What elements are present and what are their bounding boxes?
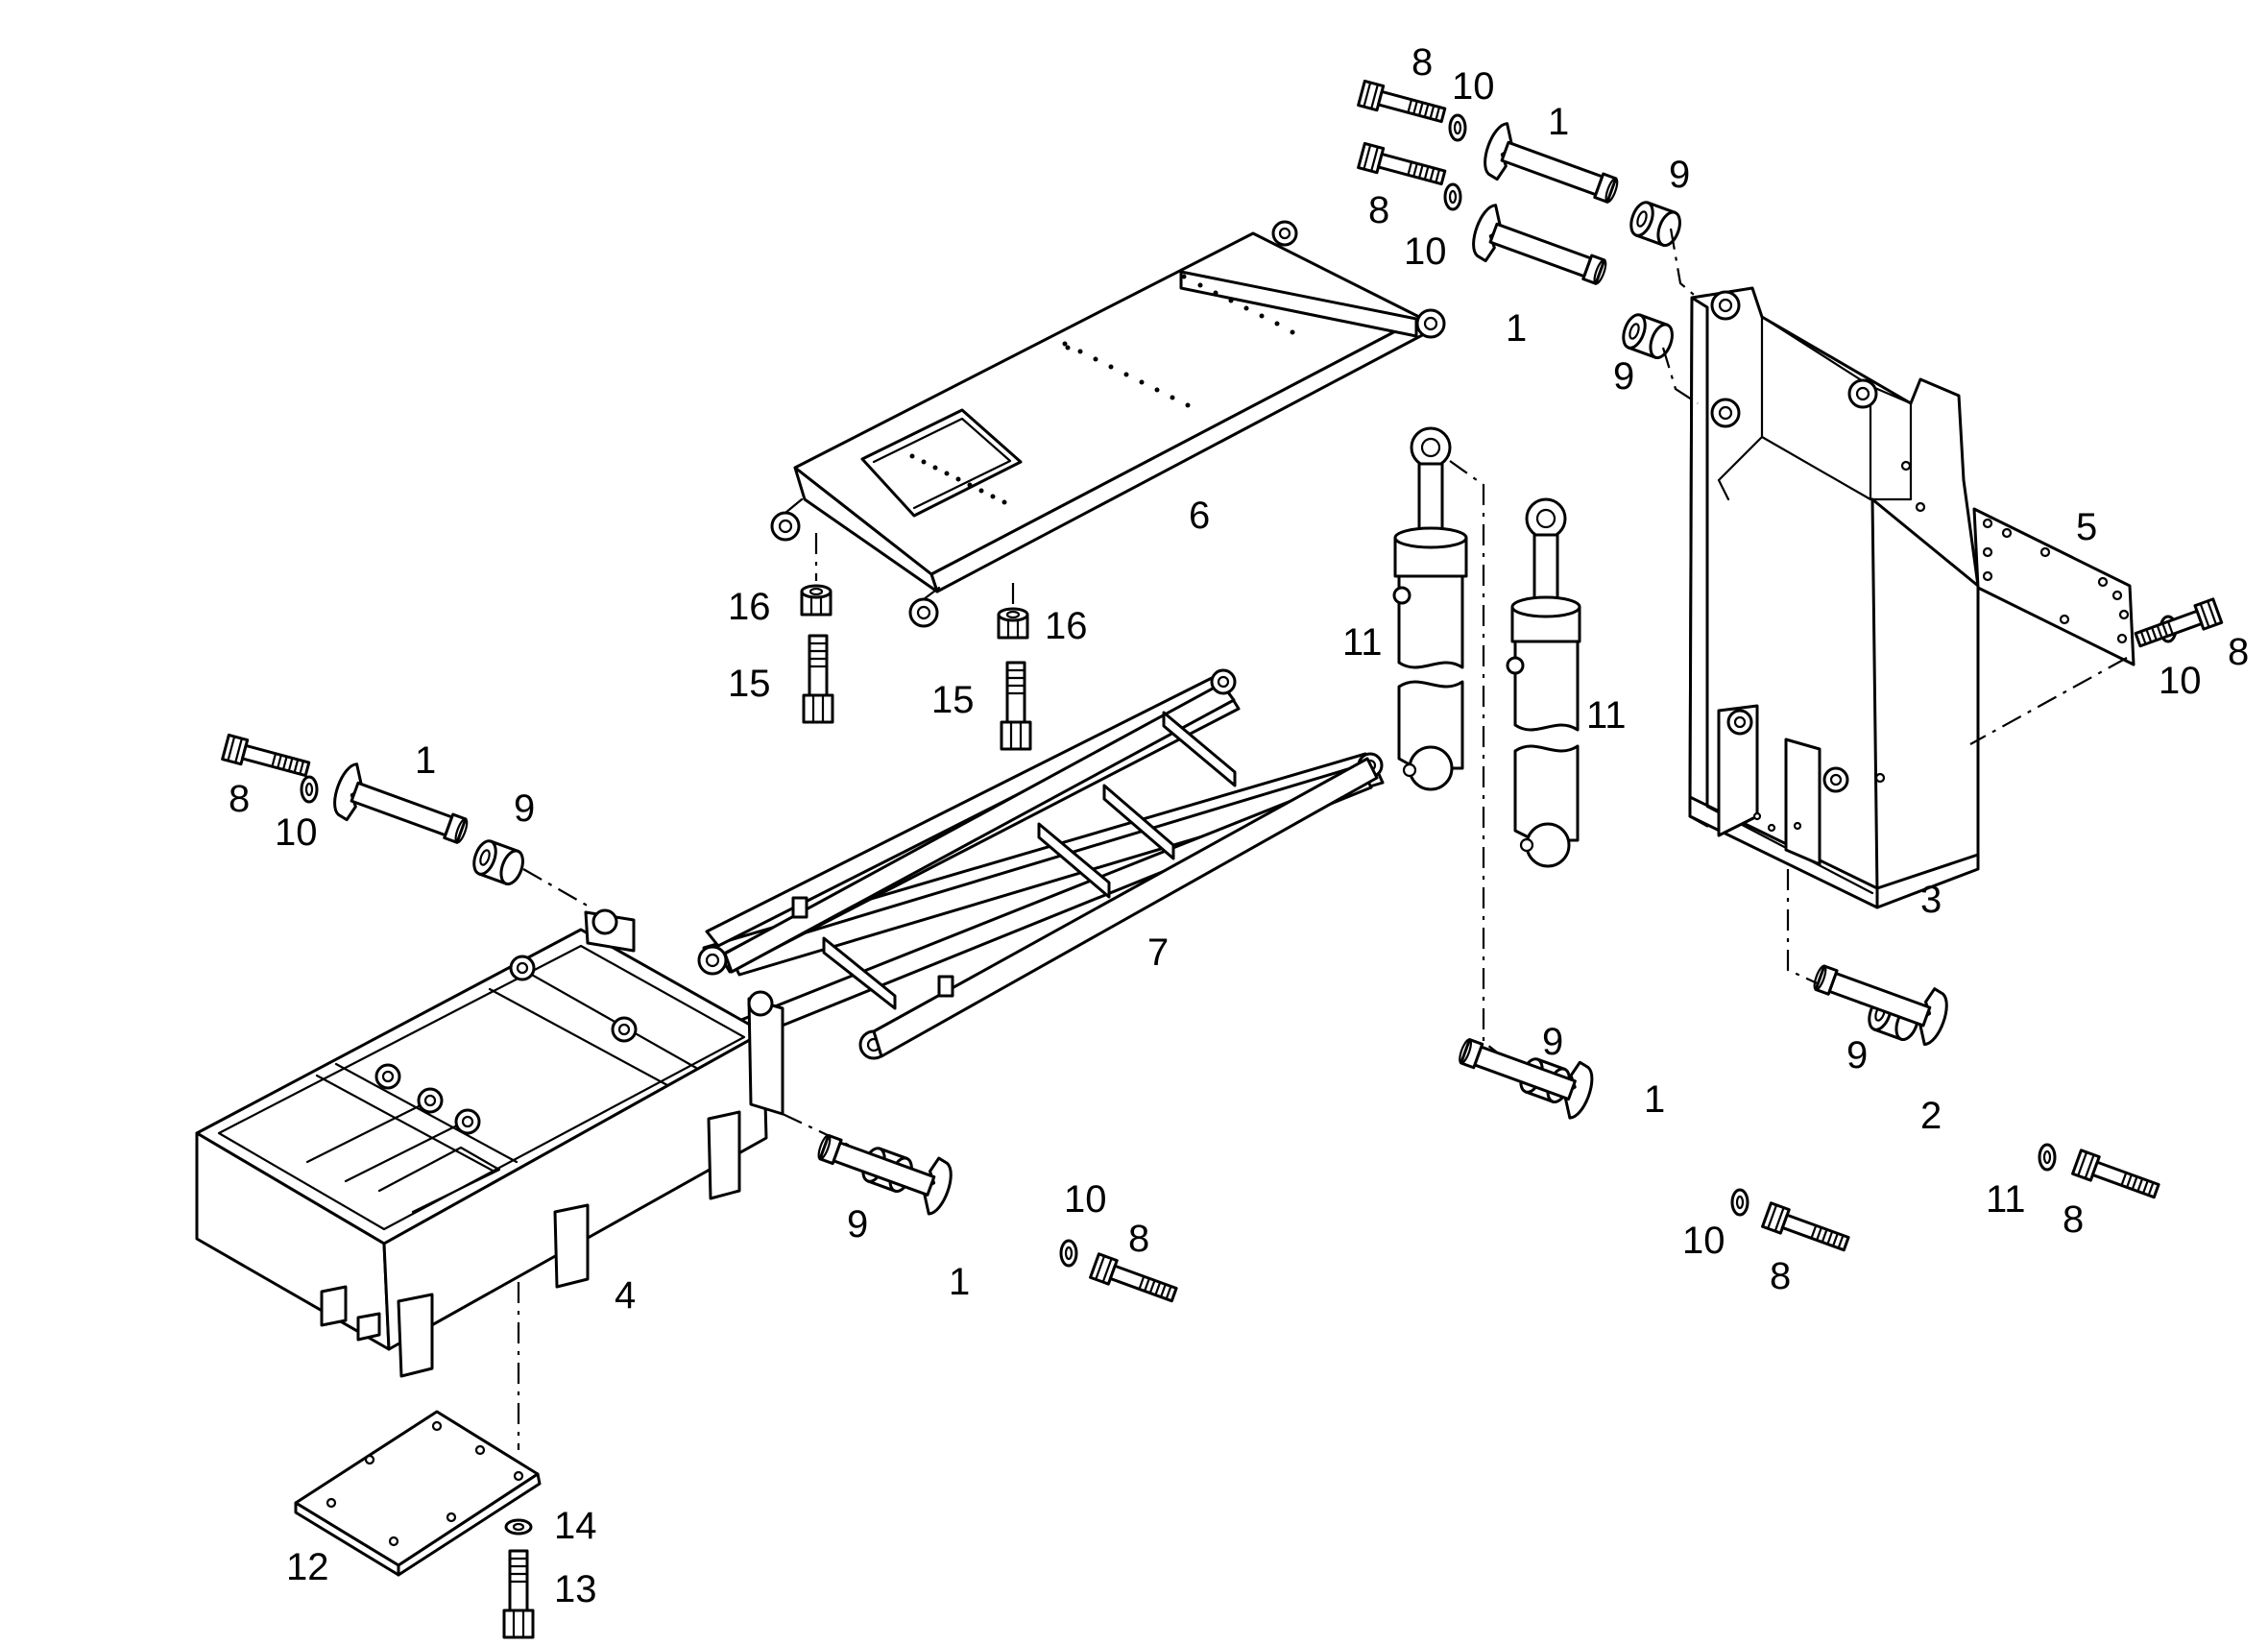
callout-16: 16 [1045,605,1088,647]
callout-8: 8 [1770,1255,1791,1297]
washer-part-11 [2038,1143,2057,1172]
washer-part-10-top [1448,113,1467,142]
bolt-part-8-second [1357,141,1448,191]
hydraulic-cylinder-part-11-right [1506,497,1581,868]
callout-10: 10 [1404,230,1447,273]
callout-labels: 8 10 1 9 8 10 1 9 5 8 10 3 6 16 15 16 15… [229,41,2249,1610]
callout-9: 9 [514,787,535,830]
bolt-part-8-left [221,733,312,783]
bolt-part-15-right [1000,661,1032,751]
callout-9: 9 [1613,355,1634,398]
bolt-part-8-lower-right [2071,1149,2162,1204]
callout-8: 8 [1368,189,1389,231]
callout-16: 16 [728,586,771,628]
callout-15: 15 [728,663,771,705]
bolt-part-8-middle [1761,1201,1852,1257]
bolt-part-8-right [2132,597,2224,653]
callout-9: 9 [1846,1034,1868,1077]
plate-part-5 [1972,507,2135,666]
callout-8: 8 [1411,41,1433,84]
washer-part-14 [504,1518,533,1536]
callout-15: 15 [931,679,975,721]
callout-10: 10 [2159,660,2202,702]
bushing-part-9-top [1625,198,1686,251]
hole-row [909,274,1295,505]
bolt-part-15-left [802,634,834,724]
callout-7: 7 [1147,931,1169,974]
callout-1: 1 [1644,1078,1665,1121]
callout-8: 8 [2063,1198,2084,1241]
callout-2: 2 [1920,1095,1942,1137]
upright-post-part-3 [1688,286,1980,909]
washer-part-10-second [1443,182,1462,211]
callout-10: 10 [1452,65,1495,108]
hydraulic-cylinder-part-11-left [1392,426,1468,791]
callout-8: 8 [229,778,250,820]
callout-5: 5 [2076,506,2097,548]
lifting-arm-part-6 [770,220,1446,628]
nut-part-16-left [800,584,832,617]
callout-9: 9 [1669,154,1690,196]
callout-8: 8 [1128,1218,1149,1260]
bolt-part-8-box [1089,1252,1180,1308]
pin-part-1-second [1465,200,1615,302]
callout-9: 9 [847,1203,868,1246]
frame-part-7 [697,668,1385,1060]
pin-part-2 [1805,948,1955,1050]
callout-11: 11 [1586,694,1627,737]
callout-10: 10 [1682,1220,1725,1262]
washer-part-10-middle [1730,1188,1749,1217]
pin-part-1-box [809,1117,959,1220]
washer-part-10-left [300,775,319,804]
callout-10: 10 [275,811,318,854]
callout-1: 1 [1548,101,1569,143]
base-box-part-4 [195,908,784,1378]
pin-part-1-left [326,759,476,861]
callout-1: 1 [1506,307,1527,350]
callout-4: 4 [615,1274,636,1317]
callout-3: 3 [1920,879,1942,921]
cover-plate-part-12 [294,1410,542,1577]
callout-13: 13 [554,1568,597,1610]
nut-part-16-right [997,607,1029,640]
bushing-part-9-left [468,836,529,889]
callout-8: 8 [2228,631,2249,673]
callout-9: 9 [1542,1021,1563,1063]
callout-12: 12 [286,1546,329,1588]
bolt-part-13 [502,1549,535,1639]
bolt-part-8-top [1357,79,1448,129]
bushing-part-9-second [1617,310,1678,363]
callout-10: 10 [1064,1178,1107,1221]
callout-1: 1 [949,1261,970,1303]
callout-14: 14 [554,1505,597,1547]
pin-part-1-middle [1451,1021,1601,1124]
callout-11: 11 [1986,1178,2026,1221]
washer-part-10-box [1059,1239,1078,1268]
callout-11: 11 [1342,621,1383,664]
callout-6: 6 [1189,495,1210,537]
callout-1: 1 [415,739,436,782]
